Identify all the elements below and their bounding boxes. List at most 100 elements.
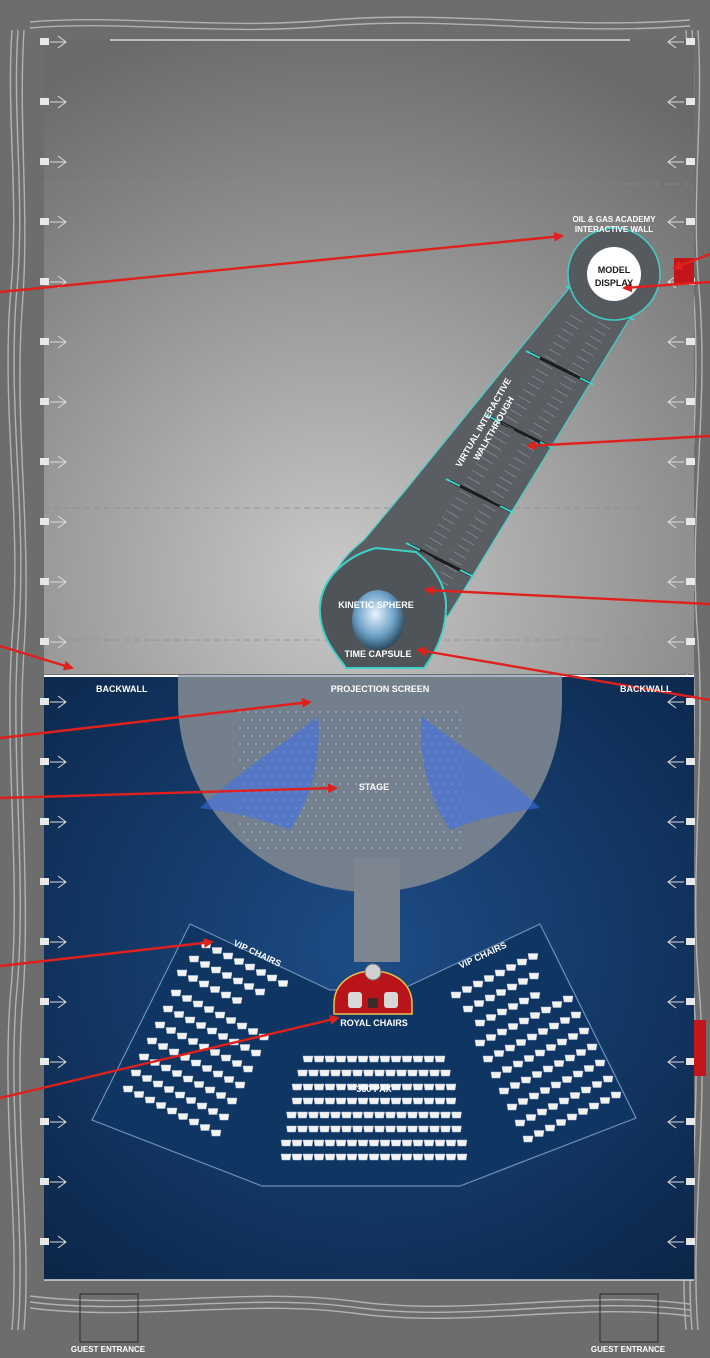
walkthrough-text-mark: [449, 557, 462, 566]
stage-light-dot: [263, 743, 265, 745]
chair-center: [412, 1055, 424, 1063]
stage-light-dot: [327, 823, 329, 825]
stage-light-dot: [363, 767, 365, 769]
walkthrough-text-mark: [504, 470, 517, 478]
stage-light-dot: [355, 799, 357, 801]
stage-light-dot: [451, 831, 453, 833]
chair-center: [429, 1069, 440, 1077]
chair-center: [286, 1125, 297, 1133]
chair-left: [212, 1070, 224, 1078]
stage-light-dot: [379, 815, 381, 817]
stage-light-dot: [323, 831, 325, 833]
walkthrough-text-mark: [540, 361, 553, 370]
stage-light-dot: [391, 839, 393, 841]
stage-light-dot: [371, 751, 373, 753]
truss-arrow: [50, 35, 67, 49]
backwall-left-label: BACKWALL: [96, 684, 148, 694]
walkthrough-text-mark: [508, 463, 521, 472]
vip-chair-right: [450, 991, 462, 999]
chair-center: [313, 1097, 325, 1105]
chair-center: [401, 1153, 413, 1161]
stage-light-dot: [303, 823, 305, 825]
stage-light-dot: [367, 743, 369, 745]
stage-light-dot: [379, 767, 381, 769]
callout-arrow: [526, 434, 710, 451]
chair-left: [190, 1059, 202, 1067]
chair-left: [234, 1081, 246, 1089]
stage-light-dot: [403, 719, 405, 721]
truss-arrow: [50, 215, 67, 229]
stage-light-dot: [315, 831, 317, 833]
chair-center: [324, 1083, 336, 1091]
truss-marker: [40, 758, 49, 765]
chair-left: [184, 1016, 196, 1024]
chair-center: [412, 1097, 424, 1105]
chair-right: [526, 1033, 538, 1041]
stage-light-dot: [407, 807, 409, 809]
stage-light-dot: [271, 839, 273, 841]
walkthrough-text-mark: [495, 483, 509, 492]
stage-light-dot: [319, 775, 321, 777]
academy-wall-label-1: OIL & GAS ACADEMY: [572, 215, 656, 224]
stage-light-dot: [335, 775, 337, 777]
truss-arrow: [667, 515, 684, 529]
chair-right: [545, 1044, 557, 1051]
stage-light-dot: [419, 767, 421, 769]
stage-light-dot: [363, 831, 365, 833]
stage-light-dot: [367, 759, 369, 761]
chair-left: [220, 1054, 232, 1062]
stage-light-dot: [319, 823, 321, 825]
truss-arrow: [667, 1115, 684, 1129]
stage-light-dot: [415, 711, 417, 713]
chair-right: [578, 1027, 590, 1035]
stage-light-dot: [399, 823, 401, 825]
chair-left: [144, 1096, 156, 1104]
chair-left: [165, 1027, 177, 1034]
stage-light-dot: [291, 847, 293, 849]
stage-light-dot: [375, 727, 377, 729]
chair-right: [548, 1022, 560, 1030]
stage-light-dot: [423, 791, 425, 793]
chair-center: [335, 1153, 347, 1161]
chair-center: [379, 1153, 391, 1161]
chair-center: [313, 1055, 325, 1063]
truss-arrow: [667, 155, 684, 169]
stage-light-dot: [411, 767, 413, 769]
right-light-beam: [421, 716, 540, 830]
chair-center: [308, 1125, 319, 1133]
stage-light-dot: [359, 759, 361, 761]
walkthrough-text-mark: [467, 476, 481, 485]
chair-center: [330, 1111, 341, 1119]
stage-light-dot: [427, 799, 429, 801]
stage-light-dot: [355, 735, 357, 737]
stage-light-dot: [323, 799, 325, 801]
stage-light-dot: [395, 719, 397, 721]
chair-center: [379, 1083, 391, 1091]
truss-marker: [686, 158, 695, 165]
stage-light-dot: [335, 727, 337, 729]
kinetic-sphere-icon: [352, 590, 404, 650]
stage-light-dot: [375, 711, 377, 713]
walkthrough-text-mark: [548, 348, 561, 357]
stage-light-dot: [371, 831, 373, 833]
stage-light-dot: [347, 751, 349, 753]
stage-light-dot: [291, 831, 293, 833]
chair-right: [594, 1059, 606, 1067]
chair-right: [567, 1033, 579, 1040]
stage-light-dot: [419, 751, 421, 753]
chair-left: [242, 1065, 254, 1073]
chair-right: [528, 1092, 540, 1100]
chair-center: [346, 1055, 358, 1063]
stage-light-dot: [431, 823, 433, 825]
walkthrough-text-mark: [489, 442, 502, 451]
chair-center: [319, 1125, 330, 1133]
truss-marker: [40, 878, 49, 885]
chair-left: [168, 1048, 180, 1056]
vip-chair-left: [232, 977, 244, 985]
stage-light-dot: [327, 727, 329, 729]
stage-light-dot: [315, 767, 317, 769]
stage-light-dot: [275, 719, 277, 721]
stage-light-dot: [343, 711, 345, 713]
chair-center: [429, 1111, 440, 1119]
chair-left: [201, 1065, 213, 1072]
